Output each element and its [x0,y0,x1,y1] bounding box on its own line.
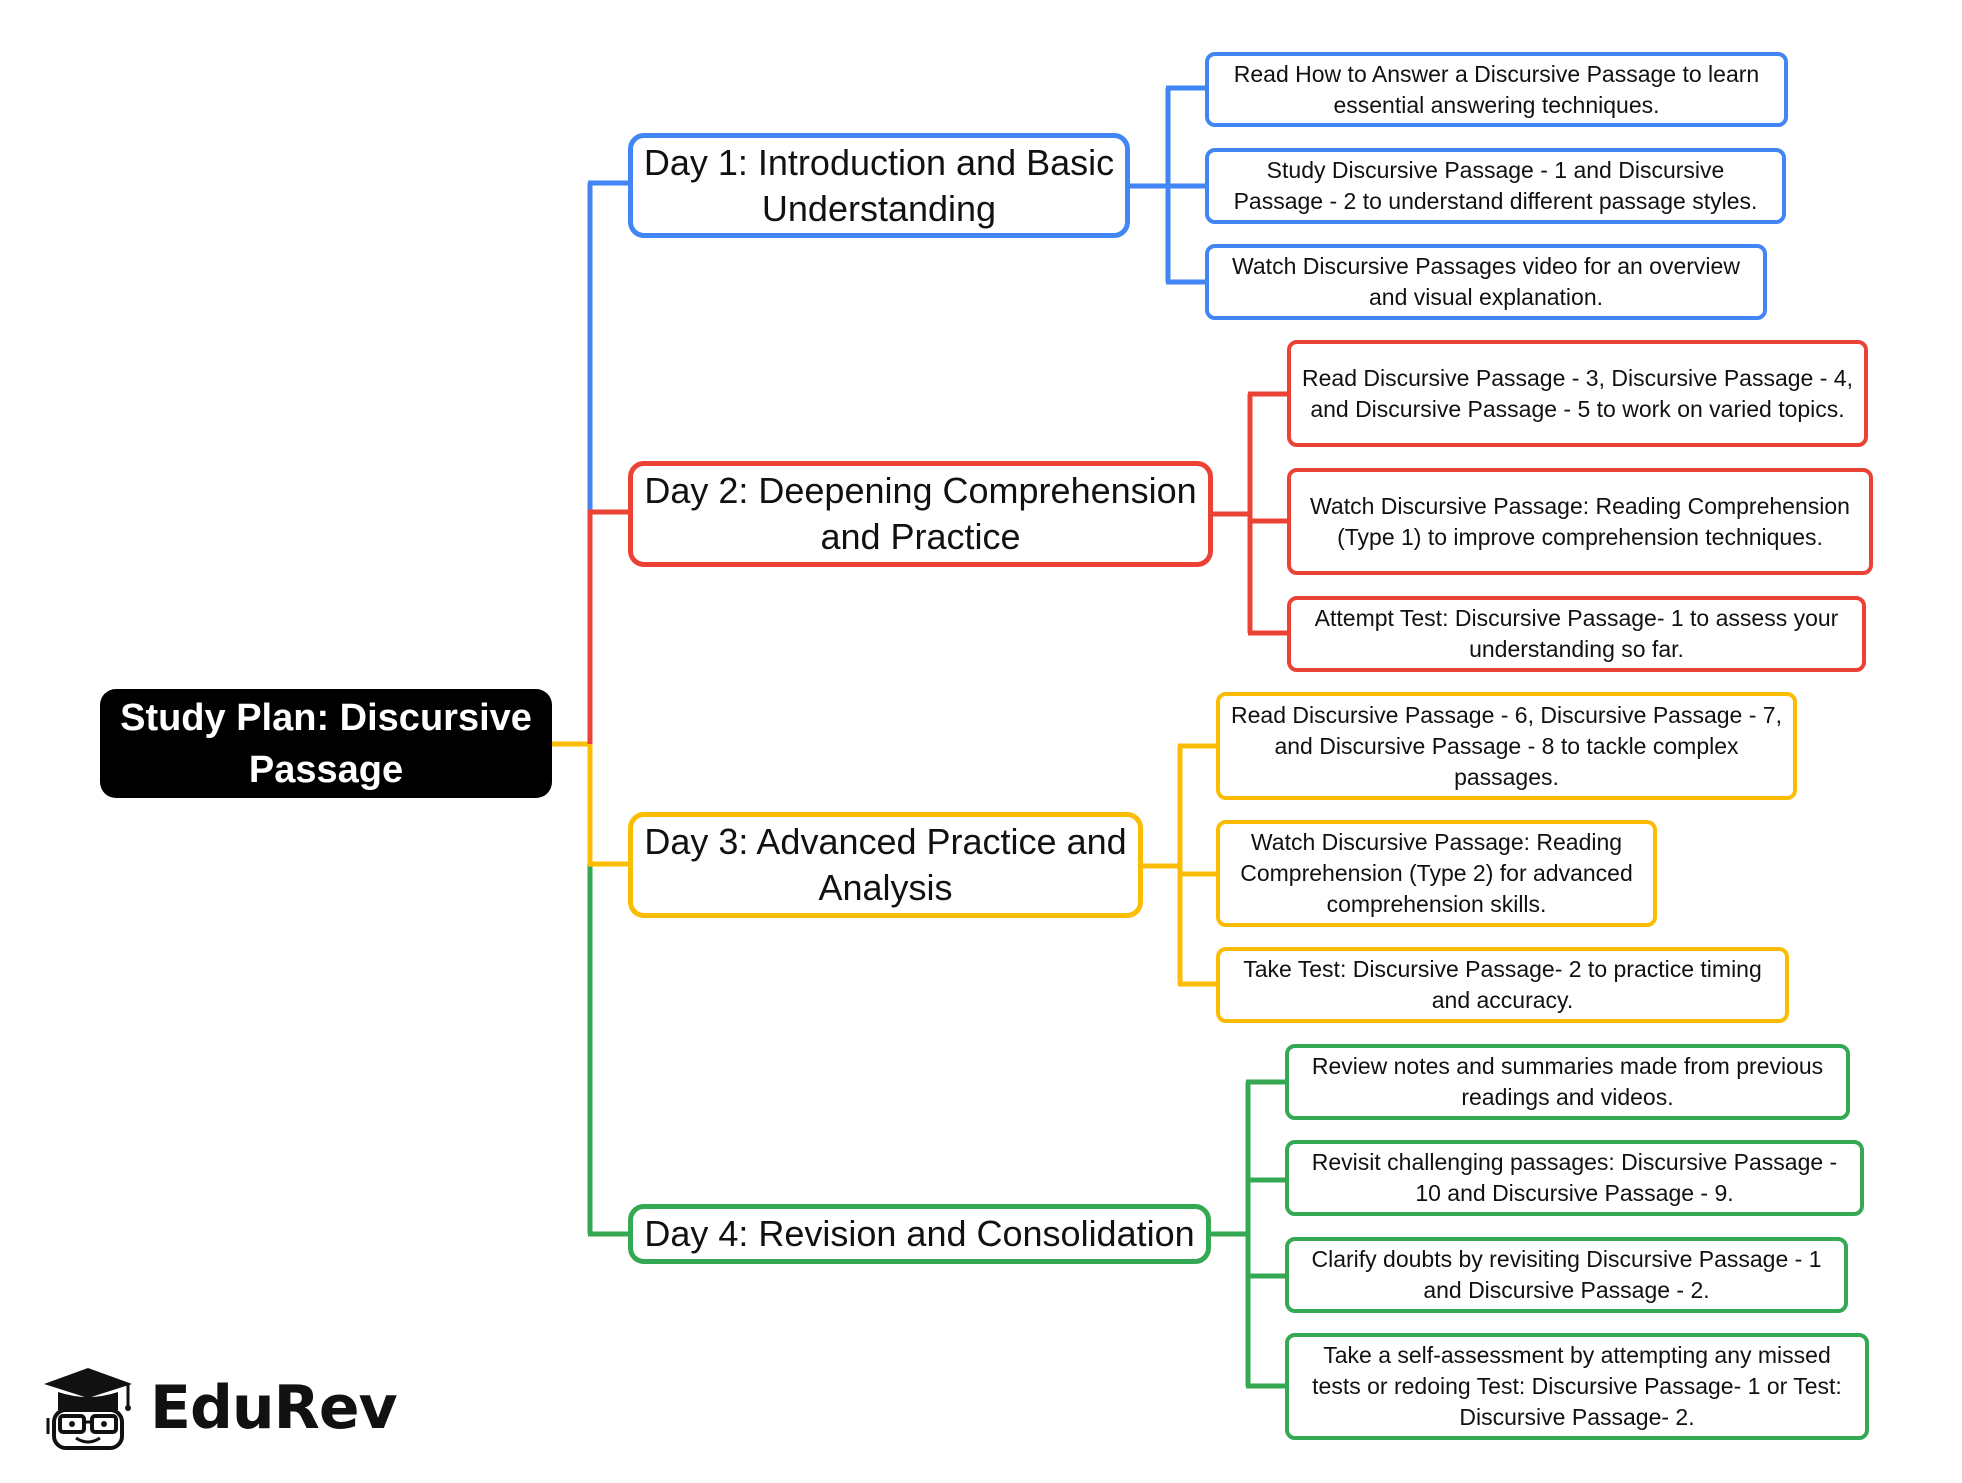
day-2-item-3: Attempt Test: Discursive Passage- 1 to a… [1287,596,1866,672]
day-4-item-3: Clarify doubts by revisiting Discursive … [1285,1237,1848,1313]
root-label: Study Plan: Discursive Passage [120,696,532,791]
graduate-mascot-icon [44,1368,132,1450]
day-3-title: Day 3: Advanced Practice and Analysis [644,821,1127,908]
day-4-item-2: Revisit challenging passages: Discursive… [1285,1140,1864,1216]
day-3-item-3: Take Test: Discursive Passage- 2 to prac… [1216,947,1789,1023]
day-4-item-4: Take a self-assessment by attempting any… [1285,1333,1869,1440]
day-2-node: Day 2: Deepening Comprehension and Pract… [628,461,1213,567]
day-1-title: Day 1: Introduction and Basic Understand… [643,141,1115,229]
day-1-node: Day 1: Introduction and Basic Understand… [628,133,1130,238]
day-4-node: Day 4: Revision and Consolidation [628,1204,1211,1264]
day-3-item-2: Watch Discursive Passage: Reading Compre… [1216,820,1657,927]
day-1-item-1: Read How to Answer a Discursive Passage … [1205,52,1788,127]
day-2-title: Day 2: Deepening Comprehension and Pract… [644,470,1197,557]
day-1-item-2: Study Discursive Passage - 1 and Discurs… [1205,148,1786,224]
day-3-item-1: Read Discursive Passage - 6, Discursive … [1216,692,1797,800]
day-4-title: Day 4: Revision and Consolidation [644,1213,1195,1254]
day-3-node: Day 3: Advanced Practice and Analysis [628,812,1143,918]
day-4-item-1: Review notes and summaries made from pre… [1285,1044,1850,1120]
day-1-item-3: Watch Discursive Passages video for an o… [1205,244,1767,320]
edurev-logo: EduRev [36,1362,398,1454]
root-node: Study Plan: Discursive Passage [100,689,552,798]
day-2-item-1: Read Discursive Passage - 3, Discursive … [1287,340,1868,447]
brand-name: EduRev [150,1373,398,1443]
day-2-item-2: Watch Discursive Passage: Reading Compre… [1287,468,1873,575]
